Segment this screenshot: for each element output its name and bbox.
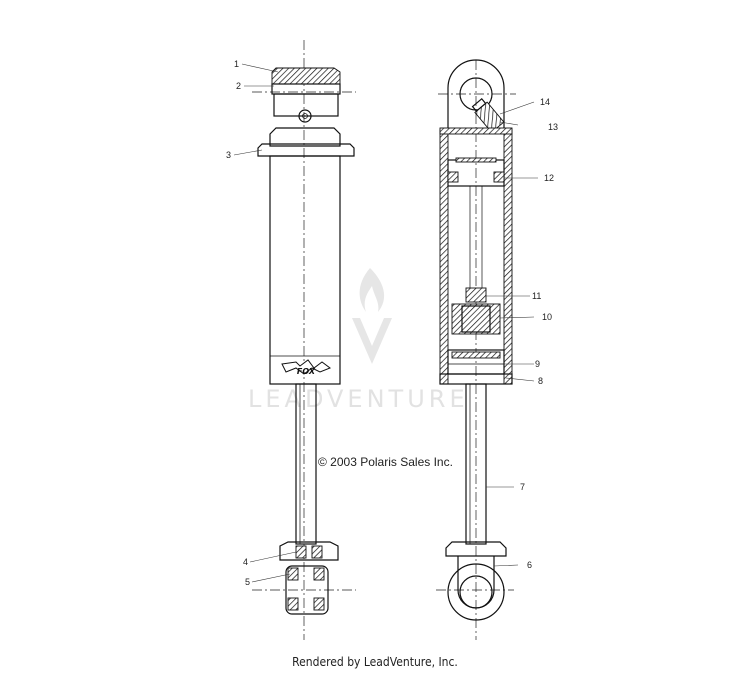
watermark-text: LEADVENTURE [248,385,469,413]
callout-7: 7 [520,482,525,492]
shaft-part-7 [465,383,487,545]
callout-12: 12 [544,173,554,183]
left-shock-external-view: FOX [252,40,356,640]
top-cap-part-1 [271,67,341,85]
bottom-eyelet [285,565,329,615]
leader-lines [233,63,538,583]
piston-nut-part-11 [465,287,487,303]
fox-logo-text: FOX [297,367,316,376]
spring-collar-part-3 [257,143,355,157]
copyright-notice: © 2003 Polaris Sales Inc. [318,455,453,469]
callout-13: 13 [548,122,558,132]
leadventure-watermark: LEADVENTURE [248,268,469,413]
fox-logo: FOX [281,359,332,376]
callout-14: 14 [540,97,550,107]
callout-9: 9 [535,359,540,369]
callout-10: 10 [542,312,552,322]
flame-logo-icon [352,268,392,364]
reservoir-valve-icon [298,109,312,123]
footer-credit: Rendered by LeadVenture, Inc. [292,655,458,669]
callout-2: 2 [236,81,241,91]
callout-4: 4 [243,557,248,567]
shaft [295,383,317,545]
callout-8: 8 [538,376,543,386]
piston-part-10 [451,303,501,335]
callout-11: 11 [532,291,541,301]
callout-6: 6 [527,560,532,570]
callout-5: 5 [245,577,250,587]
schrader-valve [471,97,505,133]
shock-body [269,155,341,385]
callout-3: 3 [226,150,231,160]
callout-1: 1 [234,59,239,69]
bottom-eyelet-part-6-icon [447,563,505,621]
right-shock-cross-section [436,59,516,640]
callouts: 1 2 3 4 5 6 7 8 9 10 11 12 13 14 [226,59,558,587]
